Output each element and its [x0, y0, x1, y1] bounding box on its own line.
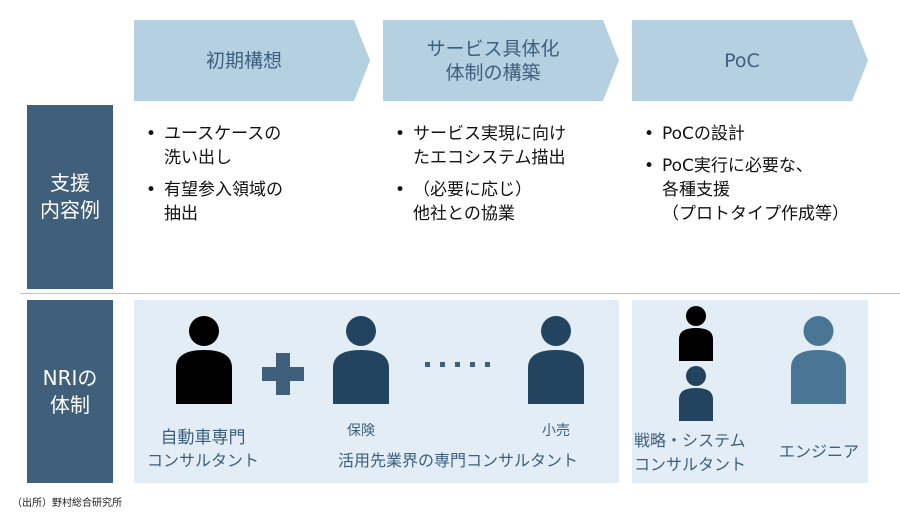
person-icon-insurance — [333, 316, 389, 404]
auto-consultant-label-line2: コンサルタント — [146, 451, 259, 470]
retail-label: 小売 — [542, 423, 570, 439]
phase-label: 初期構想 — [134, 20, 354, 101]
phase-label-line: サービス具体化 — [426, 37, 560, 60]
support-item-text: PoCの設計 — [662, 124, 745, 144]
support-item-text: ユースケースの 洗い出し — [164, 124, 282, 168]
phase-chevron-initial-concept: 初期構想 — [134, 20, 374, 101]
bullet-icon: • — [395, 180, 406, 200]
support-item: • PoCの設計 — [638, 122, 849, 146]
support-item: • 有望参入領域の 抽出 — [140, 178, 283, 226]
person-icon-engineer — [791, 316, 846, 404]
insurance-label: 保険 — [347, 423, 375, 439]
support-item: • （必要に応じ） 他社との協業 — [389, 178, 566, 226]
strategy-consultant-label-line1: 戦略・システム — [634, 431, 746, 450]
strategy-consultant-label-line2: コンサルタント — [634, 455, 747, 474]
row-divider — [20, 293, 900, 294]
support-item: • PoC実行に必要な、 各種支援 （プロトタイプ作成等） — [638, 154, 849, 226]
row-header-line: 体制 — [50, 392, 90, 417]
chevron-shape — [383, 20, 619, 101]
source-note: （出所）野村総合研究所 — [12, 498, 122, 509]
person-icon-system-consultant — [679, 366, 713, 421]
phase-label: PoC — [632, 20, 852, 101]
support-item-text: PoC実行に必要な、 各種支援 （プロトタイプ作成等） — [662, 156, 849, 224]
industry-consultants-label: 活用先業界の専門コンサルタント — [337, 451, 578, 470]
support-item-text: （必要に応じ） 他社との協業 — [413, 180, 532, 224]
chevron-shape — [134, 20, 370, 101]
engineer-label: エンジニア — [778, 442, 859, 461]
person-icon-strategy-consultant — [679, 306, 713, 361]
person-icon-auto-consultant — [176, 316, 232, 404]
bullet-icon: • — [146, 124, 157, 144]
row-header-line: 内容例 — [40, 198, 100, 222]
phase-label-line: 初期構想 — [205, 49, 282, 72]
bullet-icon: • — [395, 124, 406, 144]
phase-label-line: 体制の構築 — [445, 61, 541, 84]
row-header-line: NRIの — [42, 365, 98, 390]
support-list-initial: • ユースケースの 洗い出し • 有望参入領域の 抽出 — [140, 122, 283, 234]
support-list-poc: • PoCの設計 • PoC実行に必要な、 各種支援 （プロトタイプ作成等） — [638, 122, 849, 234]
phase-label-line: PoC — [724, 49, 760, 72]
support-item: • ユースケースの 洗い出し — [140, 122, 283, 170]
support-item: • サービス実現に向け たエコシステム描出 — [389, 122, 566, 170]
row-header-support: 支援 内容例 — [27, 105, 113, 289]
support-list-service: • サービス実現に向け たエコシステム描出 • （必要に応じ） 他社との協業 — [389, 122, 566, 234]
auto-consultant-label-line1: 自動車専門 — [160, 428, 246, 448]
phase-chevron-poc: PoC — [632, 20, 872, 101]
support-item-text: サービス実現に向け たエコシステム描出 — [413, 124, 566, 168]
person-icon-retail — [528, 316, 584, 404]
phase-label: サービス具体化 体制の構築 — [383, 20, 603, 101]
row-header-nri: NRIの 体制 — [27, 300, 113, 483]
plus-icon — [262, 353, 304, 395]
bullet-icon: • — [644, 124, 655, 144]
bullet-icon: • — [644, 156, 655, 176]
chevron-shape — [632, 20, 868, 101]
bullet-icon: • — [146, 180, 157, 200]
ellipsis-dots-icon — [425, 362, 490, 367]
phase-chevron-service-design: サービス具体化 体制の構築 — [383, 20, 623, 101]
support-item-text: 有望参入領域の 抽出 — [164, 180, 283, 224]
row-header-line: 支援 — [50, 171, 90, 195]
